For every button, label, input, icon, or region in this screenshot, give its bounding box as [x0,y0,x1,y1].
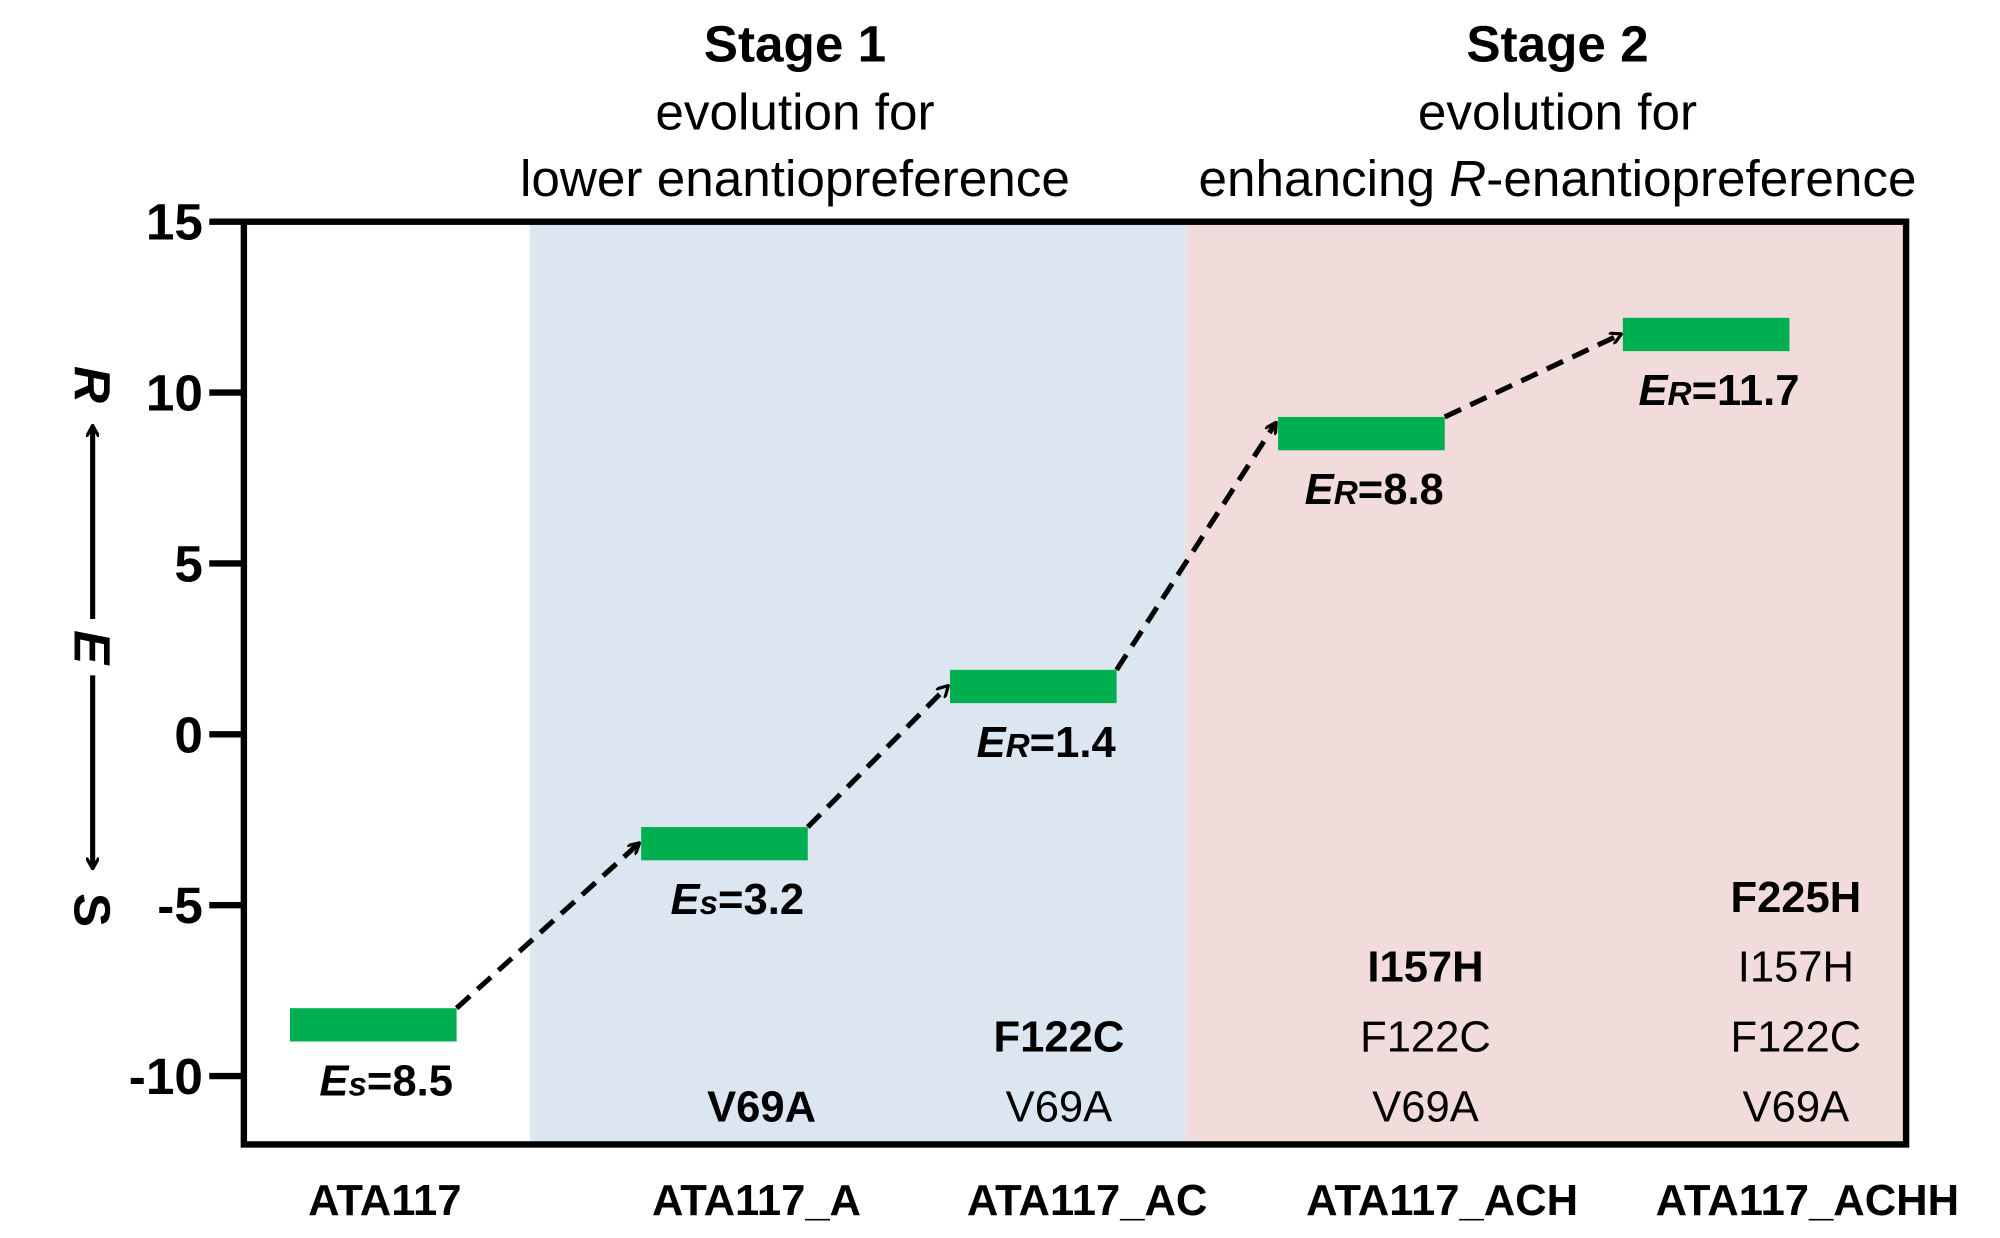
y-tick-label: -5 [157,877,203,934]
value-label: ER=1.4 [977,719,1116,767]
mutation-label: F122C [994,1014,1125,1062]
mutation-label: V69A [1006,1083,1113,1131]
mutation-label: V69A [1372,1083,1479,1131]
stage-2-subtitle: evolution for [1418,83,1697,140]
stage-2-description: enhancing R-enantiopreference [1198,150,1916,207]
value-label: ER=8.8 [1305,466,1444,514]
x-category-label: ATA117_AC [967,1177,1208,1225]
stage-1-description: lower enantiopreference [520,150,1070,207]
y-axis-label: RES [64,366,121,927]
mutation-label: I157H [1367,944,1483,992]
value-label: ER=11.7 [1638,367,1799,415]
bar-ATA117_ACHH [1622,317,1790,352]
mutation-label: F122C [1360,1014,1491,1062]
mutation-label: F225H [1730,874,1861,922]
y-tick-label: -10 [129,1048,203,1105]
value-label: Es=8.5 [319,1057,453,1105]
stage-2-title: Stage 2 [1466,16,1648,73]
value-label: Es=3.2 [670,876,804,924]
mutation-label: F122C [1730,1014,1861,1062]
mutation-label: I157H [1738,944,1854,992]
y-tick-label: 0 [174,706,203,763]
bar-ATA117 [290,1008,457,1042]
stage-1-title: Stage 1 [704,16,886,73]
plot-frame [240,218,1910,1148]
step-arrow [1443,334,1621,420]
x-category-label: ATA117_A [652,1177,861,1225]
y-tick-label: 15 [146,194,203,251]
step-arrow [805,686,948,829]
y-tick-label: 5 [174,535,203,592]
mutation-label: V69A [1743,1083,1850,1131]
bar-ATA117_ACH [1278,416,1445,451]
y-tick-label: 10 [146,365,203,422]
x-category-label: ATA117_ACHH [1656,1177,1959,1225]
mutation-label: V69A [707,1083,816,1131]
bar-ATA117_AC [950,669,1117,704]
x-category-label: ATA117 [308,1177,461,1225]
bar-ATA117_A [641,827,808,861]
stage-1-subtitle: evolution for [655,83,934,140]
y-axis-label-text: RES [64,366,121,927]
step-arrow [454,844,639,1011]
stage-2-background [1185,221,1907,1145]
x-category-label: ATA117_ACH [1306,1177,1578,1225]
step-arrow [1114,423,1276,672]
